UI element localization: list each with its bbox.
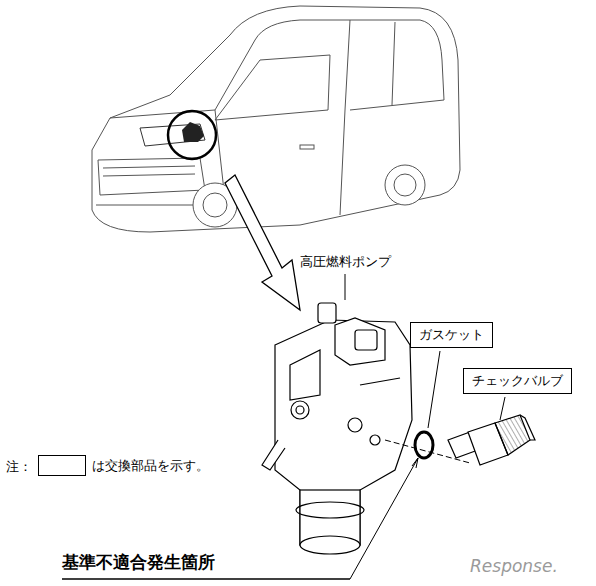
check-valve — [448, 415, 535, 465]
part-name: 高圧燃料ポンプ — [300, 254, 391, 270]
pump-location — [182, 122, 204, 142]
watermark: Response. — [470, 556, 558, 576]
note-prefix: 注： — [6, 459, 32, 475]
part-name: ガスケット — [419, 327, 484, 343]
part-name: チェックバルブ — [472, 373, 563, 389]
legend-text: は交換部品を示す。 — [92, 458, 209, 474]
leader-lines — [62, 274, 505, 579]
replacement-part-box: チェックバルブ — [463, 368, 572, 394]
heading-label: 基準不適合発生箇所 — [62, 552, 215, 572]
pointer-arrow — [225, 175, 300, 310]
high-pressure-fuel-pump — [262, 303, 412, 554]
van-drawing — [92, 6, 460, 232]
gasket-ring — [415, 432, 433, 458]
location-circle — [168, 111, 216, 159]
replacement-part-box: ガスケット — [410, 322, 493, 348]
legend-swatch — [38, 455, 86, 476]
